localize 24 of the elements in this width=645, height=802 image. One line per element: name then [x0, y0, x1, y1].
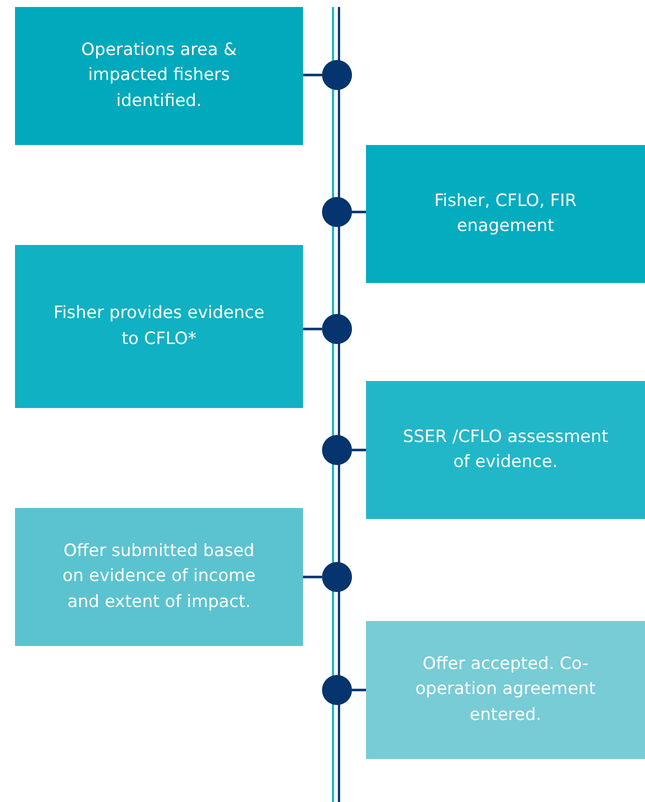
step-text: SSER /CFLO assessment of evidence.: [402, 426, 609, 474]
timeline-dot: [322, 435, 352, 465]
step-text: Fisher provides evidence to CFLO*: [52, 302, 266, 350]
timeline-dot: [322, 562, 352, 592]
step-text: Operations area & impacted fishers identified.: [80, 38, 238, 113]
connector-line: [352, 688, 366, 692]
timeline-dot: [322, 197, 352, 227]
step-box: [15, 245, 303, 408]
step-text: Offer submitted based on evidence of income and extent of impact.: [61, 540, 257, 614]
step-box: [366, 145, 645, 283]
step-box: [15, 7, 303, 145]
connector-line: [352, 448, 366, 452]
step-box: [366, 381, 645, 519]
step-box: [366, 621, 645, 759]
step-box: [15, 508, 303, 646]
timeline-dot: [322, 314, 352, 344]
step-text: Fisher, CFLO, FIR enagement: [433, 190, 578, 238]
connector-line: [352, 210, 366, 214]
connector-line: [303, 576, 322, 578]
connector-line: [303, 74, 322, 76]
connector-line: [303, 328, 322, 330]
step-text: Offer accepted. Co-operation agreement entered.: [414, 652, 597, 727]
timeline-dot: [322, 675, 352, 705]
timeline-dot: [322, 60, 352, 90]
